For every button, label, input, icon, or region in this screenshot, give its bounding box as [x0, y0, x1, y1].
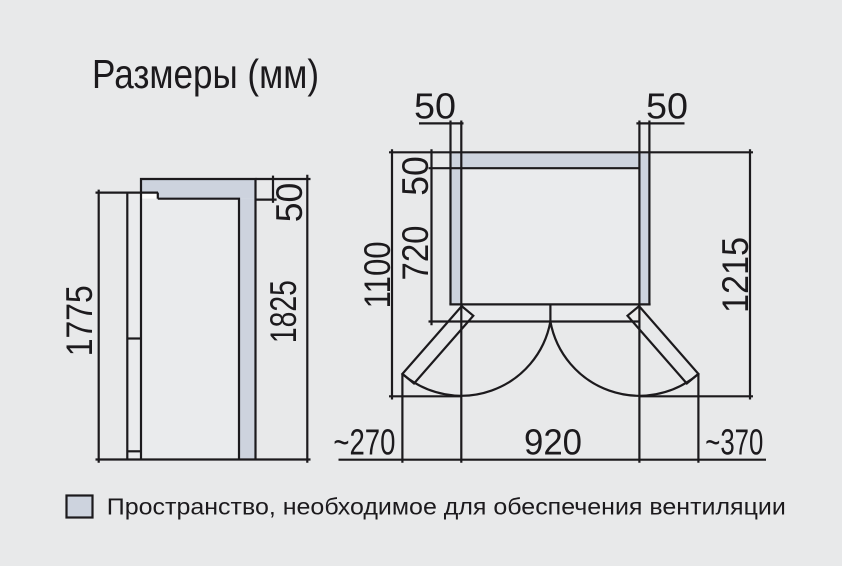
svg-text:1825: 1825 [263, 280, 304, 343]
svg-text:Пространство, необходимое для: Пространство, необходимое для обеспечени… [107, 494, 786, 520]
svg-text:~270: ~270 [333, 422, 395, 463]
svg-text:1775: 1775 [59, 285, 100, 356]
svg-text:1100: 1100 [357, 241, 398, 308]
svg-text:50: 50 [269, 183, 310, 223]
svg-text:920: 920 [524, 422, 582, 463]
svg-text:~370: ~370 [705, 422, 763, 463]
svg-text:720: 720 [395, 226, 436, 281]
svg-text:1215: 1215 [715, 237, 756, 313]
svg-text:Размеры (мм): Размеры (мм) [92, 51, 319, 97]
svg-text:50: 50 [395, 156, 436, 196]
svg-text:50: 50 [646, 86, 688, 127]
svg-text:50: 50 [414, 86, 456, 127]
